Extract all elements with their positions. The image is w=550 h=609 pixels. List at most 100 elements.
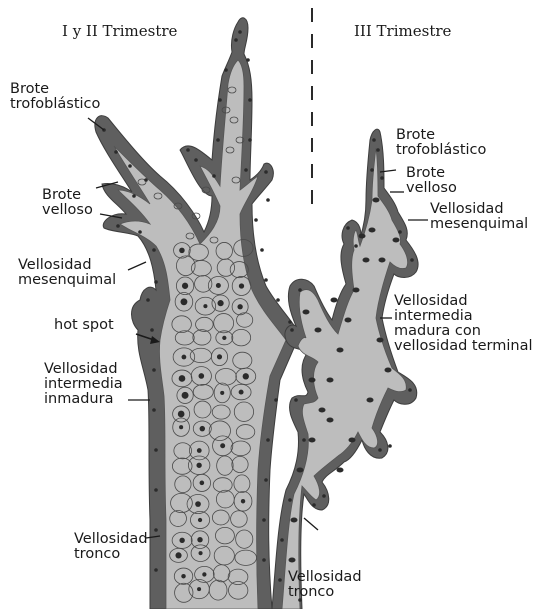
stromal-nucleus [327, 378, 334, 383]
trophoblast-nucleus [146, 298, 150, 302]
stromal-nucleus [217, 300, 223, 306]
trophoblast-nucleus [266, 198, 270, 202]
trophoblast-nucleus [150, 328, 154, 332]
header-left-trimester: I y II Trimestre [62, 22, 177, 40]
stromal-nucleus [179, 425, 183, 429]
trophoblast-nucleus [410, 258, 414, 262]
stromal-nucleus [220, 443, 225, 448]
stromal-nucleus [179, 375, 186, 382]
stromal-nucleus [289, 558, 296, 563]
stromal-nucleus [199, 373, 205, 379]
stromal-nucleus [199, 551, 203, 555]
stromal-nucleus [243, 373, 249, 379]
stromal-nucleus [197, 448, 202, 453]
label-vellosidad-tronco-right: Vellosidad tronco [288, 570, 362, 600]
label-brote-velloso-left: Brote velloso [42, 188, 93, 218]
trophoblast-nucleus [260, 248, 264, 252]
trophoblast-nucleus [154, 528, 158, 532]
trophoblast-nucleus [370, 168, 374, 172]
trophoblast-nucleus [244, 168, 248, 172]
trophoblast-nucleus [224, 68, 228, 72]
trophoblast-nucleus [264, 278, 268, 282]
trophoblast-nucleus [294, 398, 298, 402]
label-brote-trofoblastico-left: Brote trofoblástico [10, 82, 100, 112]
trophoblast-nucleus [312, 503, 316, 507]
trophoblast-nucleus [262, 518, 266, 522]
stromal-nucleus [345, 318, 352, 323]
left-villous-tree [95, 18, 300, 609]
trophoblast-nucleus [322, 494, 326, 498]
stromal-nucleus [181, 574, 186, 579]
stromal-nucleus [337, 348, 344, 353]
stromal-nucleus [367, 398, 374, 403]
stromal-nucleus [241, 499, 245, 503]
trophoblast-nucleus [262, 558, 266, 562]
stromal-nucleus [220, 391, 224, 395]
label-brote-trofoblastico-right: Brote trofoblástico [396, 128, 486, 158]
trophoblast-nucleus [288, 498, 292, 502]
stromal-nucleus [363, 258, 370, 263]
stromal-nucleus [182, 283, 188, 289]
trophoblast-nucleus [144, 178, 148, 182]
stromal-nucleus [309, 378, 316, 383]
stromal-nucleus [197, 587, 201, 591]
trophoblast-nucleus [116, 224, 120, 228]
trophoblast-nucleus [212, 174, 216, 178]
stromal-nucleus [373, 198, 380, 203]
trophoblast-nucleus [152, 408, 156, 412]
trophoblast-nucleus [266, 438, 270, 442]
trophoblast-nucleus [298, 288, 302, 292]
stromal-nucleus [385, 368, 392, 373]
trophoblast-nucleus [280, 538, 284, 542]
leader-mesenquimal-left [128, 262, 146, 270]
trophoblast-nucleus [218, 98, 222, 102]
stromal-nucleus [291, 518, 298, 523]
label-vellosidad-mesenquimal-left: Vellosidad mesenquimal [18, 258, 116, 288]
stromal-nucleus [196, 463, 201, 468]
trophoblast-nucleus [246, 58, 250, 62]
trophoblast-nucleus [354, 244, 358, 248]
trophoblast-nucleus [290, 328, 294, 332]
trophoblast-nucleus [388, 444, 392, 448]
trophoblast-nucleus [346, 226, 350, 230]
trophoblast-nucleus [274, 398, 278, 402]
stromal-nucleus [239, 283, 244, 288]
label-vellosidad-intermedia-inmadura: Vellosidad intermedia inmadura [44, 362, 123, 407]
trophoblast-nucleus [194, 158, 198, 162]
trophoblast-nucleus [152, 248, 156, 252]
stromal-nucleus [337, 468, 344, 473]
stromal-nucleus [175, 552, 181, 558]
stromal-nucleus [349, 438, 356, 443]
stromal-nucleus [217, 354, 222, 359]
label-vellosidad-mesenquimal-right: Vellosidad mesenquimal [430, 202, 528, 232]
trophoblast-nucleus [216, 138, 220, 142]
trophoblast-nucleus [408, 388, 412, 392]
stromal-nucleus [179, 538, 184, 543]
stromal-nucleus [195, 501, 201, 507]
stromal-nucleus [239, 390, 244, 395]
trophoblast-nucleus [264, 478, 268, 482]
trophoblast-nucleus [372, 138, 376, 142]
stromal-nucleus [197, 537, 202, 542]
stromal-nucleus [202, 572, 206, 576]
stromal-nucleus [179, 248, 185, 254]
stromal-nucleus [309, 438, 316, 443]
trophoblast-nucleus [278, 578, 282, 582]
stromal-nucleus [237, 304, 242, 309]
trophoblast-nucleus [264, 170, 268, 174]
right-villous-tree [272, 129, 418, 609]
stromal-nucleus [178, 411, 185, 418]
trophoblast-nucleus [114, 150, 118, 154]
trophoblast-nucleus [376, 148, 380, 152]
trophoblast-nucleus [276, 298, 280, 302]
trophoblast-nucleus [186, 148, 190, 152]
stromal-nucleus [203, 304, 207, 308]
stromal-nucleus [200, 481, 205, 486]
trophoblast-nucleus [380, 176, 384, 180]
trophoblast-nucleus [154, 280, 158, 284]
trophoblast-nucleus [154, 488, 158, 492]
trophoblast-nucleus [138, 230, 142, 234]
trophoblast-nucleus [378, 448, 382, 452]
trophoblast-nucleus [238, 30, 242, 34]
stromal-nucleus [222, 336, 226, 340]
